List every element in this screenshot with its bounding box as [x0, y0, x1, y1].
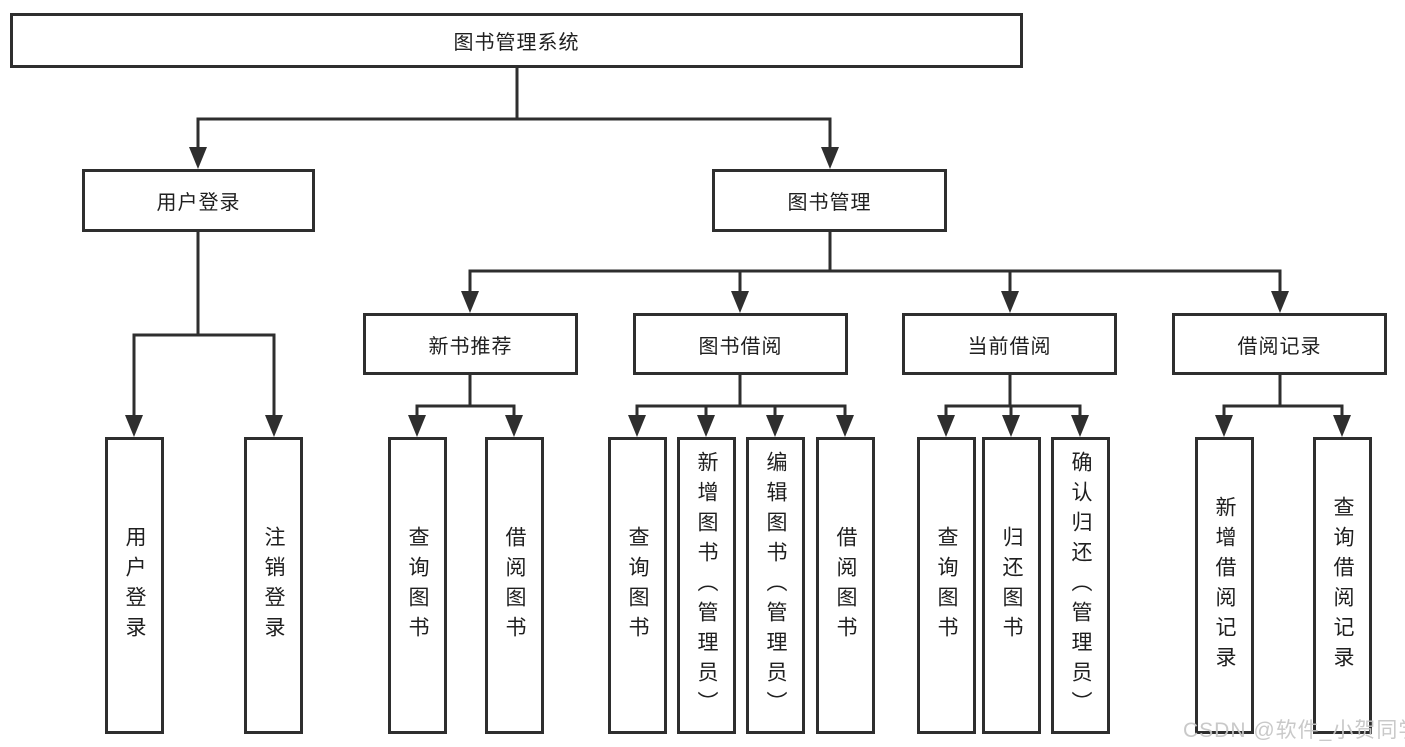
node-leaf-bb-add-books-admin: 新增图书（管理员） [677, 437, 736, 734]
node-borrowing-records-label: 借阅记录 [1237, 335, 1322, 358]
node-leaf-cb-return-books: 归还图书 [982, 437, 1041, 734]
arrowhead [125, 415, 143, 437]
arrowhead [937, 415, 955, 437]
connector-new-book-branch [415, 371, 516, 423]
node-leaf-bb-query-books-label: 查询图书 [626, 525, 649, 646]
node-new-book-recommend: 新书推荐 [363, 313, 578, 375]
node-leaf-logout: 注销登录 [244, 437, 303, 734]
node-book-borrowing: 图书借阅 [633, 313, 848, 375]
arrowhead [189, 147, 207, 169]
connector-current-borrow-branch [944, 371, 1082, 423]
arrowhead [628, 415, 646, 437]
node-leaf-bb-query-books: 查询图书 [608, 437, 667, 734]
node-leaf-cb-confirm-return-admin: 确认归还（管理员） [1051, 437, 1110, 734]
node-new-book-recommend-label: 新书推荐 [428, 335, 513, 358]
arrowhead [461, 291, 479, 313]
connector-book-borrow-branch [635, 371, 847, 423]
arrowhead [836, 415, 854, 437]
node-leaf-nb-borrow-books-label: 借阅图书 [503, 525, 526, 646]
node-leaf-br-query-record-label: 查询借阅记录 [1331, 495, 1354, 676]
arrowhead [505, 415, 523, 437]
node-user-login-label: 用户登录 [156, 192, 241, 214]
node-book-management-label: 图书管理 [787, 192, 872, 214]
node-leaf-bb-add-books-admin-label: 新增图书（管理员） [695, 450, 718, 721]
node-leaf-bb-edit-books-admin: 编辑图书（管理员） [746, 437, 805, 734]
node-leaf-bb-borrow-books: 借阅图书 [816, 437, 875, 734]
node-leaf-cb-confirm-return-admin-label: 确认归还（管理员） [1069, 450, 1092, 721]
node-leaf-cb-query-books-label: 查询图书 [935, 525, 958, 646]
connector-user-login-branch [132, 228, 276, 421]
connector-book-mgmt-branch [468, 228, 1282, 297]
node-leaf-bb-edit-books-admin-label: 编辑图书（管理员） [764, 450, 787, 721]
node-leaf-user-login-label: 用户登录 [123, 525, 146, 646]
node-book-management: 图书管理 [712, 169, 947, 232]
arrowhead [1215, 415, 1233, 437]
arrowheads [125, 147, 1351, 437]
node-leaf-br-add-record: 新增借阅记录 [1195, 437, 1254, 734]
node-borrowing-records: 借阅记录 [1172, 313, 1387, 375]
arrowhead [408, 415, 426, 437]
arrowhead [1002, 415, 1020, 437]
arrowhead [1333, 415, 1351, 437]
arrowhead [1001, 291, 1019, 313]
node-leaf-cb-query-books: 查询图书 [917, 437, 976, 734]
arrowhead [821, 147, 839, 169]
arrowhead [1071, 415, 1089, 437]
arrowhead [697, 415, 715, 437]
node-leaf-nb-query-books-label: 查询图书 [406, 525, 429, 646]
arrowhead [265, 415, 283, 437]
node-leaf-nb-borrow-books: 借阅图书 [485, 437, 544, 734]
node-current-borrowing: 当前借阅 [902, 313, 1117, 375]
node-leaf-cb-return-books-label: 归还图书 [1000, 525, 1023, 646]
node-root-system-label: 图书管理系统 [453, 32, 580, 54]
node-leaf-user-login: 用户登录 [105, 437, 164, 734]
node-root-system: 图书管理系统 [10, 13, 1023, 68]
arrowhead [766, 415, 784, 437]
node-leaf-logout-label: 注销登录 [262, 525, 285, 646]
arrowhead [1271, 291, 1289, 313]
node-leaf-br-add-record-label: 新增借阅记录 [1213, 495, 1236, 676]
node-leaf-br-query-record: 查询借阅记录 [1313, 437, 1372, 734]
node-book-borrowing-label: 图书借阅 [698, 335, 783, 358]
connector-root-branch [196, 64, 832, 153]
node-current-borrowing-label: 当前借阅 [967, 335, 1052, 358]
node-user-login: 用户登录 [82, 169, 315, 232]
node-leaf-nb-query-books: 查询图书 [388, 437, 447, 734]
csdn-watermark: CSDN @软件_小贺同学 [1183, 719, 1405, 742]
connector-borrow-records-branch [1222, 371, 1344, 423]
arrowhead [731, 291, 749, 313]
node-leaf-bb-borrow-books-label: 借阅图书 [834, 525, 857, 646]
